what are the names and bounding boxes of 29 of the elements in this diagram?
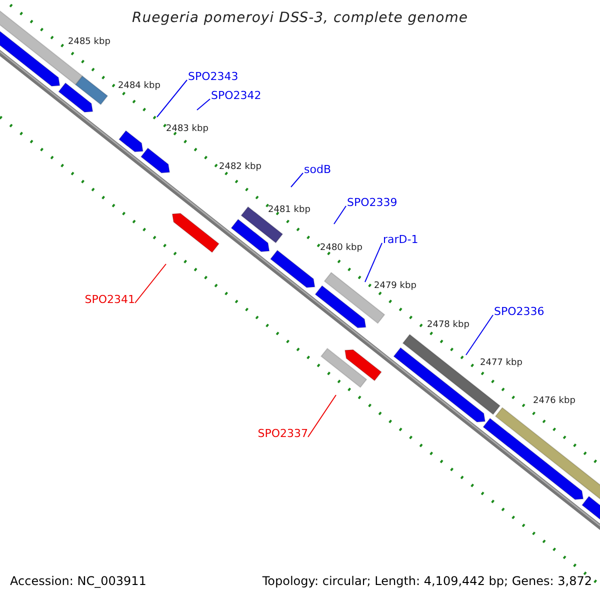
- tick-label: 2478 kbp: [427, 321, 470, 330]
- gene-label: SPO2337: [258, 428, 308, 439]
- tick-label: 2482 kbp: [219, 163, 262, 172]
- tick-label: 2484 kbp: [118, 82, 160, 91]
- accession-text: Accession: NC_003911: [10, 575, 146, 587]
- tick-label: 2480 kbp: [320, 244, 362, 253]
- leader-line: [156, 80, 188, 118]
- leader-line: [334, 206, 346, 224]
- gene-label: SPO2341: [84, 294, 135, 305]
- tick-label: 2477 kbp: [480, 359, 522, 368]
- leader-line: [196, 98, 210, 110]
- gene-label: SPO2343: [188, 71, 238, 82]
- tick-label: 2479 kbp: [374, 282, 416, 291]
- gene-label: sodB: [304, 164, 331, 175]
- genome-stats-text: Topology: circular; Length: 4,109,442 bp; Genes: 3,872: [262, 575, 592, 587]
- tick-label: 2481 kbp: [268, 206, 310, 215]
- tick-label: 2483 kbp: [166, 125, 208, 134]
- gene-label: SPO2342: [211, 90, 262, 101]
- title-text: Ruegeria pomeroyi DSS-3, complete genome: [131, 11, 469, 25]
- leader-line: [466, 314, 494, 356]
- gene-label: SPO2336: [494, 306, 544, 317]
- gene-label: SPO2339: [347, 197, 398, 208]
- leader-line: [308, 394, 336, 438]
- leader-line: [134, 264, 166, 304]
- leader-line: [290, 172, 304, 188]
- tick-label: 2485 kbp: [68, 38, 110, 47]
- tick-label: 2476 kbp: [533, 397, 576, 406]
- leader-line: [364, 242, 382, 282]
- gene-label: rarD-1: [383, 234, 418, 245]
